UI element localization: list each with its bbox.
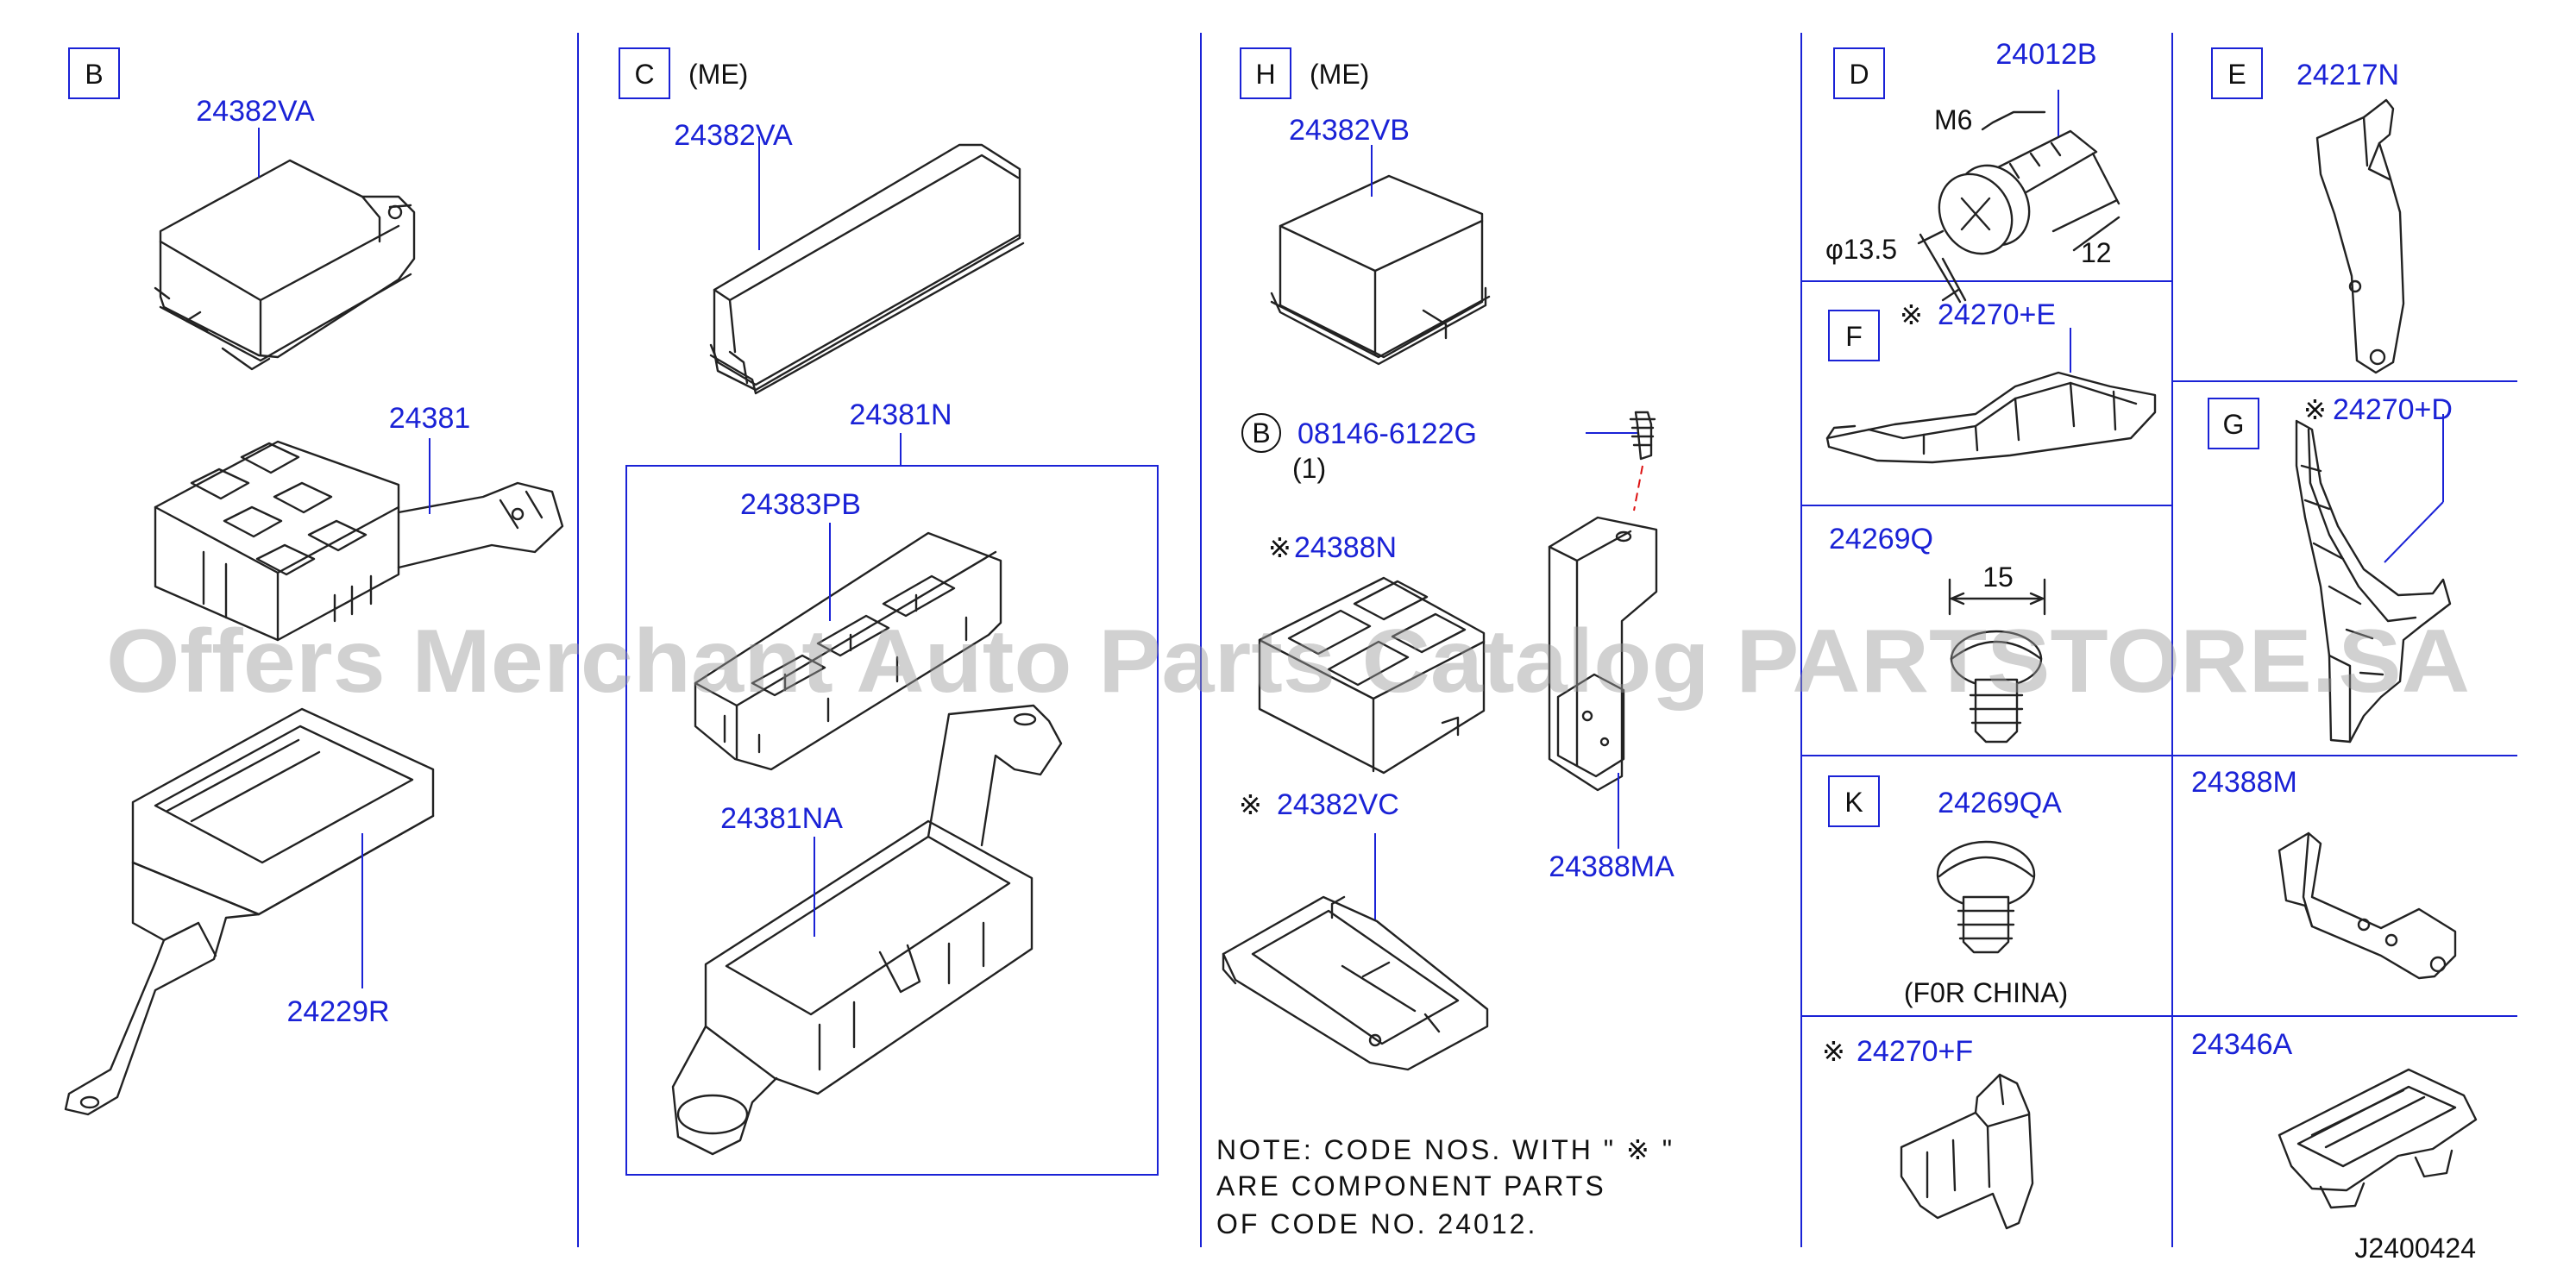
asterisk-mark-24388N: ※	[1268, 532, 1291, 563]
svg-text:C: C	[634, 59, 654, 90]
part-number-24381-b[interactable]: 24381	[389, 402, 471, 435]
asterisk-mark-24270E: ※	[1900, 299, 1923, 330]
part-number-24388M[interactable]: 24388M	[2191, 766, 2297, 799]
svg-text:H: H	[1255, 59, 1275, 90]
part-24381NA-fuse-box-base	[671, 704, 1063, 1156]
part-24270E-cover	[1825, 371, 2157, 464]
svg-text:ARE COMPONENT PARTS: ARE COMPONENT PARTS	[1216, 1170, 1606, 1202]
part-24269Q-clip	[1948, 578, 2046, 744]
section-f-label: F	[1828, 310, 1880, 361]
part-24012B-bolt	[1917, 90, 2120, 304]
part-number-24229R-b[interactable]: 24229R	[286, 995, 389, 1028]
part-number-24269QA-k[interactable]: 24269QA	[1938, 787, 2062, 819]
svg-text:(ME): (ME)	[1310, 59, 1369, 90]
part-number-24382VC-h[interactable]: 24382VC	[1277, 788, 1399, 821]
part-number-24270D-g[interactable]: 24270+D	[2333, 393, 2453, 426]
part-24382VA-relay-box-cover	[154, 159, 416, 371]
svg-text:F: F	[1845, 321, 1863, 352]
dimension-length: 12	[2081, 237, 2112, 268]
part-24388M-bracket	[2278, 831, 2457, 980]
part-24217N-bracket	[2315, 98, 2405, 374]
part-number-24383PB-c[interactable]: 24383PB	[740, 488, 861, 521]
part-24229R-bracket	[64, 707, 435, 1116]
china-note: (F0R CHINA)	[1904, 977, 2068, 1008]
part-number-24382VA-b[interactable]: 24382VA	[196, 95, 315, 128]
svg-text:(1): (1)	[1292, 453, 1326, 484]
part-number-24270E-f[interactable]: 24270+E	[1938, 298, 2056, 331]
svg-text:E: E	[2227, 59, 2246, 90]
part-24381-relay-box	[154, 440, 564, 642]
part-number-08146-6122G-h[interactable]: 08146-6122G	[1297, 417, 1477, 450]
assembly-frame-24381N	[625, 465, 1159, 1176]
svg-text:D: D	[1849, 59, 1869, 90]
bolt-callout-08146-6122G: B 08146-6122G (1)	[1241, 413, 1477, 484]
part-number-24388MA-h[interactable]: 24388MA	[1549, 850, 1674, 883]
part-number-24388N-h[interactable]: 24388N	[1294, 531, 1397, 564]
section-h-label: H (ME)	[1240, 47, 1369, 99]
asterisk-mark-24382VC: ※	[1239, 789, 1262, 820]
part-24382VA-fuse-box-cover	[709, 143, 1025, 395]
part-number-24381NA-c[interactable]: 24381NA	[720, 802, 843, 835]
part-24270D-protector	[2295, 419, 2452, 744]
section-b-label: B	[68, 47, 120, 99]
svg-text:NOTE: CODE NOS. WITH " ※: NOTE: CODE NOS. WITH " ※ "	[1216, 1134, 1674, 1165]
svg-text:B: B	[1252, 417, 1270, 449]
section-e-label: E	[2211, 47, 2263, 99]
part-24346A-clip	[2278, 1068, 2478, 1209]
section-g-label: G	[2208, 398, 2259, 449]
part-number-24012B-d[interactable]: 24012B	[1995, 38, 2096, 71]
svg-text:G: G	[2223, 409, 2245, 440]
svg-text:K: K	[1844, 787, 1863, 818]
part-number-24381N-c[interactable]: 24381N	[849, 398, 952, 431]
asterisk-mark-24270D: ※	[2303, 394, 2327, 425]
part-number-24346A[interactable]: 24346A	[2191, 1028, 2293, 1061]
dimension-thread: M6	[1934, 104, 1972, 135]
section-c-label: C (ME)	[619, 47, 748, 99]
svg-text:B: B	[85, 59, 103, 90]
part-24388N-relay-block	[1258, 576, 1486, 775]
svg-text:OF CODE NO. 24012.: OF CODE NO. 24012.	[1216, 1208, 1537, 1239]
part-number-24382VB-h[interactable]: 24382VB	[1289, 114, 1410, 147]
svg-text:(ME): (ME)	[688, 59, 748, 90]
section-k-label: K	[1828, 775, 1880, 827]
part-number-24382VA-c[interactable]: 24382VA	[674, 119, 793, 152]
section-d-label: D	[1833, 47, 1885, 99]
part-24383PB-fuse-block	[694, 531, 1002, 771]
dimension-width: 15	[1982, 562, 2014, 593]
part-number-24217N-e[interactable]: 24217N	[2296, 59, 2399, 91]
asterisk-mark-24270F: ※	[1822, 1036, 1845, 1067]
code-note: NOTE: CODE NOS. WITH " ※ " ARE COMPONENT…	[1216, 1134, 1674, 1239]
part-24382VB-relay-cover	[1270, 174, 1491, 366]
part-24270F-protector	[1900, 1073, 2034, 1230]
drawing-code: J2400424	[2354, 1233, 2476, 1264]
part-number-24270F[interactable]: 24270+F	[1857, 1035, 1973, 1068]
grid-lines	[577, 33, 2517, 1247]
part-number-24269Q[interactable]: 24269Q	[1829, 523, 1933, 555]
dimension-diameter: φ13.5	[1825, 234, 1897, 265]
part-24382VC-relay-cover-bottom	[1222, 895, 1489, 1071]
watermark: Offers Merchant Auto Parts Catalog PARTS…	[106, 612, 2470, 712]
part-24388MA-bracket	[1548, 411, 1658, 792]
part-24269QA-clip	[1936, 840, 2036, 954]
